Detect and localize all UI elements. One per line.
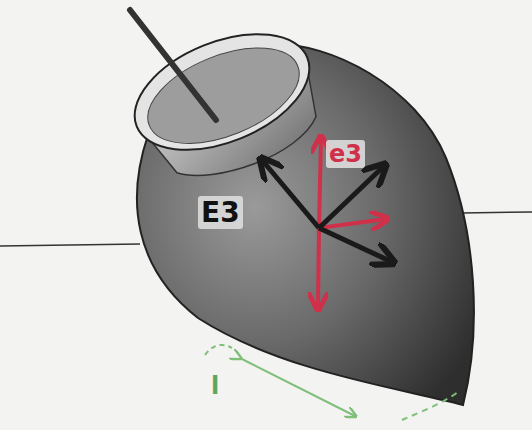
length-label: l — [208, 372, 222, 400]
vector-label: E3 — [198, 196, 243, 229]
vector-label: e3 — [326, 140, 365, 168]
